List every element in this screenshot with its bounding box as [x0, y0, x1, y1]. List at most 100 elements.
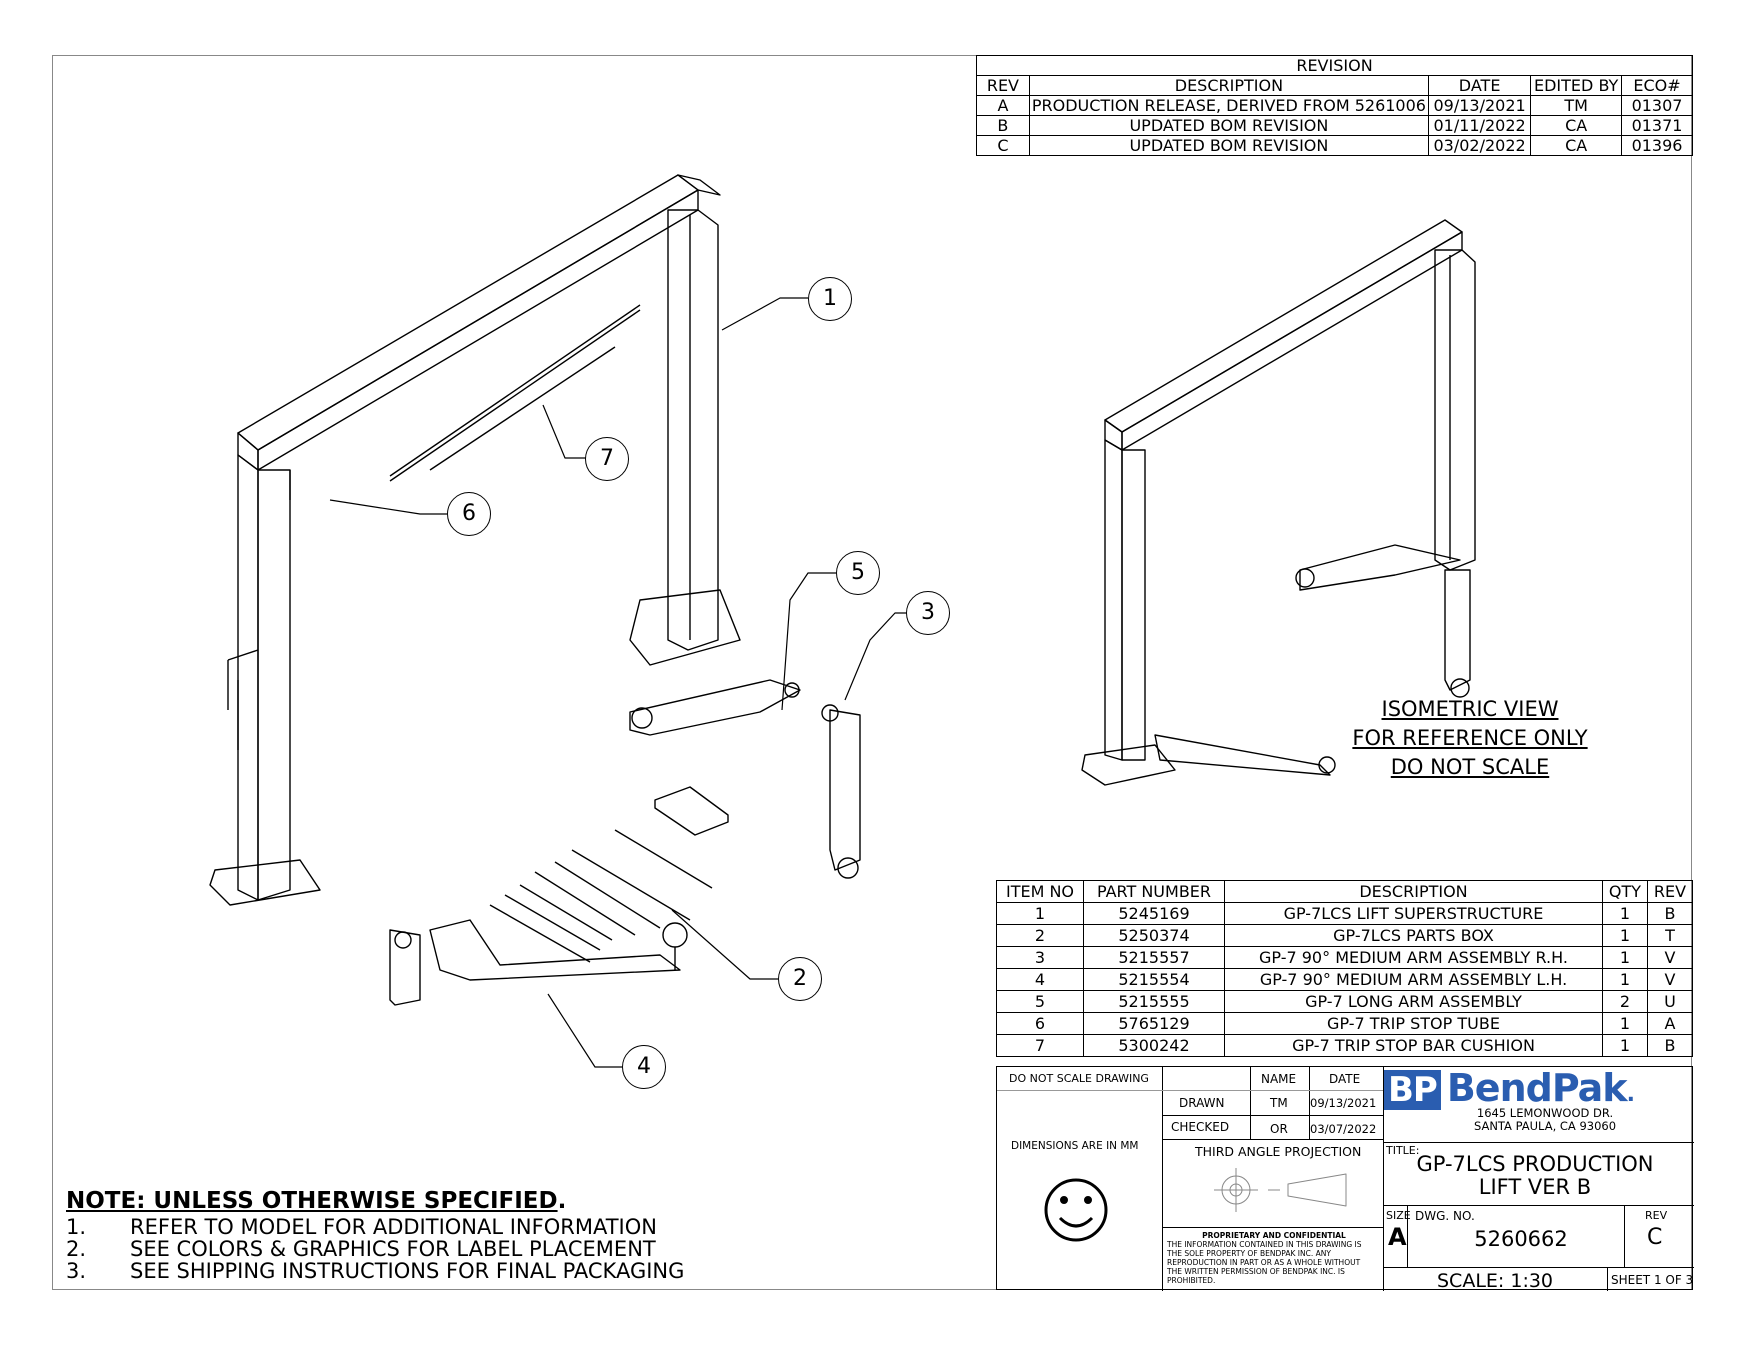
bom-header-row: ITEM NO PART NUMBER DESCRIPTION QTY REV: [996, 880, 1693, 903]
notes-heading: NOTE: UNLESS OTHERWISE SPECIFIED.: [66, 1188, 684, 1214]
bom-header: REV: [1647, 880, 1693, 903]
title-block: DO NOT SCALE DRAWING NAME DATE DRAWN TM …: [996, 1066, 1694, 1292]
balloon-4: 4: [622, 1045, 666, 1089]
proprietary-line: THE INFORMATION CONTAINED IN THIS DRAWIN…: [1167, 1240, 1362, 1249]
superstructure-drawing: [209, 174, 741, 906]
note-number: 1.: [66, 1215, 87, 1239]
bom-header: PART NUMBER: [1083, 880, 1225, 903]
bom-cell: 1: [1602, 1012, 1648, 1035]
bom-cell: 4: [996, 968, 1084, 991]
notes-heading-text: NOTE: UNLESS OTHERWISE SPECIFIED: [66, 1188, 558, 1214]
note-text: SEE COLORS & GRAPHICS FOR LABEL PLACEMEN…: [130, 1237, 656, 1261]
bom-cell: 1: [1602, 946, 1648, 969]
bom-cell: 5215554: [1083, 968, 1225, 991]
proprietary-line: THE WRITTEN PERMISSION OF BENDPAK INC. I…: [1167, 1267, 1345, 1276]
address-line-2: SANTA PAULA, CA 93060: [1473, 1119, 1617, 1133]
bom-cell: V: [1647, 946, 1693, 969]
arms-drawing: [389, 679, 861, 1006]
revision-cell: C: [976, 135, 1030, 156]
revision-cell: B: [976, 115, 1030, 136]
projection-label: THIRD ANGLE PROJECTION: [1195, 1144, 1362, 1159]
bom-cell: GP-7 TRIP STOP TUBE: [1224, 1012, 1603, 1035]
table-row: 7 5300242 GP-7 TRIP STOP BAR CUSHION 1 B: [996, 1034, 1693, 1057]
notes-heading-end: .: [557, 1188, 567, 1214]
bom-cell: 5250374: [1083, 924, 1225, 947]
rev-label: REV: [1645, 1209, 1668, 1222]
bom-cell: U: [1647, 990, 1693, 1013]
bom-cell: 5215555: [1083, 990, 1225, 1013]
revision-header: DESCRIPTION: [1028, 75, 1429, 96]
drawing-title: GP-7LCS PRODUCTION LIFT VER B: [1393, 1153, 1677, 1199]
revision-header: DATE: [1427, 75, 1532, 96]
bom-cell: 1: [1602, 902, 1648, 925]
bom-cell: 5300242: [1083, 1034, 1225, 1057]
revision-cell: 01371: [1621, 115, 1693, 136]
isometric-note: ISOMETRIC VIEW FOR REFERENCE ONLY DO NOT…: [1340, 695, 1600, 782]
scale-value: SCALE: 1:30: [1437, 1270, 1554, 1292]
dimensions-note: DIMENSIONS ARE IN MM: [1011, 1140, 1139, 1152]
bom-cell: 2: [996, 924, 1084, 947]
table-row: 2 5250374 GP-7LCS PARTS BOX 1 T: [996, 924, 1693, 947]
bom-cell: 1: [1602, 924, 1648, 947]
table-row: 3 5215557 GP-7 90° MEDIUM ARM ASSEMBLY R…: [996, 946, 1693, 969]
balloon-6: 6: [447, 492, 491, 536]
sheet-number: SHEET 1 OF 3: [1611, 1273, 1694, 1287]
revision-cell: A: [976, 95, 1030, 116]
table-row: B UPDATED BOM REVISION 01/11/2022 CA 013…: [976, 115, 1693, 136]
bom-cell: GP-7LCS LIFT SUPERSTRUCTURE: [1224, 902, 1603, 925]
bom-cell: 1: [1602, 968, 1648, 991]
date-label: DATE: [1329, 1072, 1361, 1086]
table-row: 6 5765129 GP-7 TRIP STOP TUBE 1 A: [996, 1012, 1693, 1035]
table-row: 5 5215555 GP-7 LONG ARM ASSEMBLY 2 U: [996, 990, 1693, 1013]
bom-cell: A: [1647, 1012, 1693, 1035]
revision-header: REV: [976, 75, 1030, 96]
bom-header: ITEM NO: [996, 880, 1084, 903]
list-item: 3. SEE SHIPPING INSTRUCTIONS FOR FINAL P…: [66, 1260, 684, 1282]
revision-table: REVISION REV DESCRIPTION DATE EDITED BY …: [976, 55, 1693, 156]
balloon-1: 1: [808, 277, 852, 321]
size-value: A: [1388, 1223, 1407, 1251]
table-row: 1 5245169 GP-7LCS LIFT SUPERSTRUCTURE 1 …: [996, 902, 1693, 925]
bom-cell: 1: [996, 902, 1084, 925]
smiley-icon: [1044, 1178, 1108, 1242]
company-address: 1645 LEMONWOOD DR. SANTA PAULA, CA 93060: [1455, 1107, 1635, 1133]
proprietary-line: REPRODUCTION IN PART OR AS A WHOLE WITHO…: [1167, 1258, 1361, 1267]
bom-cell: 5245169: [1083, 902, 1225, 925]
proprietary-notice: PROPRIETARY AND CONFIDENTIAL THE INFORMA…: [1167, 1231, 1381, 1285]
revision-cell: UPDATED BOM REVISION: [1028, 115, 1429, 136]
table-row: C UPDATED BOM REVISION 03/02/2022 CA 013…: [976, 135, 1693, 156]
isometric-note-line: DO NOT SCALE: [1390, 755, 1550, 779]
bom-cell: V: [1647, 968, 1693, 991]
checked-date: 03/07/2022: [1310, 1122, 1377, 1136]
table-row: A PRODUCTION RELEASE, DERIVED FROM 52610…: [976, 95, 1693, 116]
bom-cell: 5: [996, 990, 1084, 1013]
drawn-name: TM: [1270, 1096, 1288, 1110]
do-not-scale-label: DO NOT SCALE DRAWING: [1009, 1072, 1149, 1085]
note-text: REFER TO MODEL FOR ADDITIONAL INFORMATIO…: [130, 1215, 657, 1239]
bom-cell: 1: [1602, 1034, 1648, 1057]
rev-value: C: [1647, 1225, 1663, 1250]
bom-table: ITEM NO PART NUMBER DESCRIPTION QTY REV …: [996, 880, 1693, 1057]
list-item: 2. SEE COLORS & GRAPHICS FOR LABEL PLACE…: [66, 1238, 684, 1260]
revision-cell: CA: [1530, 115, 1623, 136]
notes-block: NOTE: UNLESS OTHERWISE SPECIFIED. 1. REF…: [66, 1188, 684, 1283]
proprietary-title: PROPRIETARY AND CONFIDENTIAL: [1202, 1231, 1346, 1240]
bom-cell: B: [1647, 1034, 1693, 1057]
address-line-1: 1645 LEMONWOOD DR.: [1476, 1106, 1614, 1120]
drawing-frame: [52, 55, 1692, 1290]
isometric-note-line: FOR REFERENCE ONLY: [1352, 726, 1588, 750]
checked-label: CHECKED: [1171, 1120, 1230, 1134]
drawn-label: DRAWN: [1179, 1096, 1225, 1110]
drawn-date: 09/13/2021: [1310, 1096, 1377, 1110]
bom-cell: GP-7 90° MEDIUM ARM ASSEMBLY L.H.: [1224, 968, 1603, 991]
note-number: 3.: [66, 1259, 87, 1283]
revision-cell: PRODUCTION RELEASE, DERIVED FROM 5261006: [1028, 95, 1429, 116]
revision-cell: UPDATED BOM REVISION: [1028, 135, 1429, 156]
revision-cell: 03/02/2022: [1427, 135, 1532, 156]
bom-cell: GP-7LCS PARTS BOX: [1224, 924, 1603, 947]
balloon-7: 7: [585, 437, 629, 481]
bom-cell: GP-7 TRIP STOP BAR CUSHION: [1224, 1034, 1603, 1057]
balloon-3: 3: [906, 591, 950, 635]
revision-cell: 01/11/2022: [1427, 115, 1532, 136]
revision-cell: 09/13/2021: [1427, 95, 1532, 116]
